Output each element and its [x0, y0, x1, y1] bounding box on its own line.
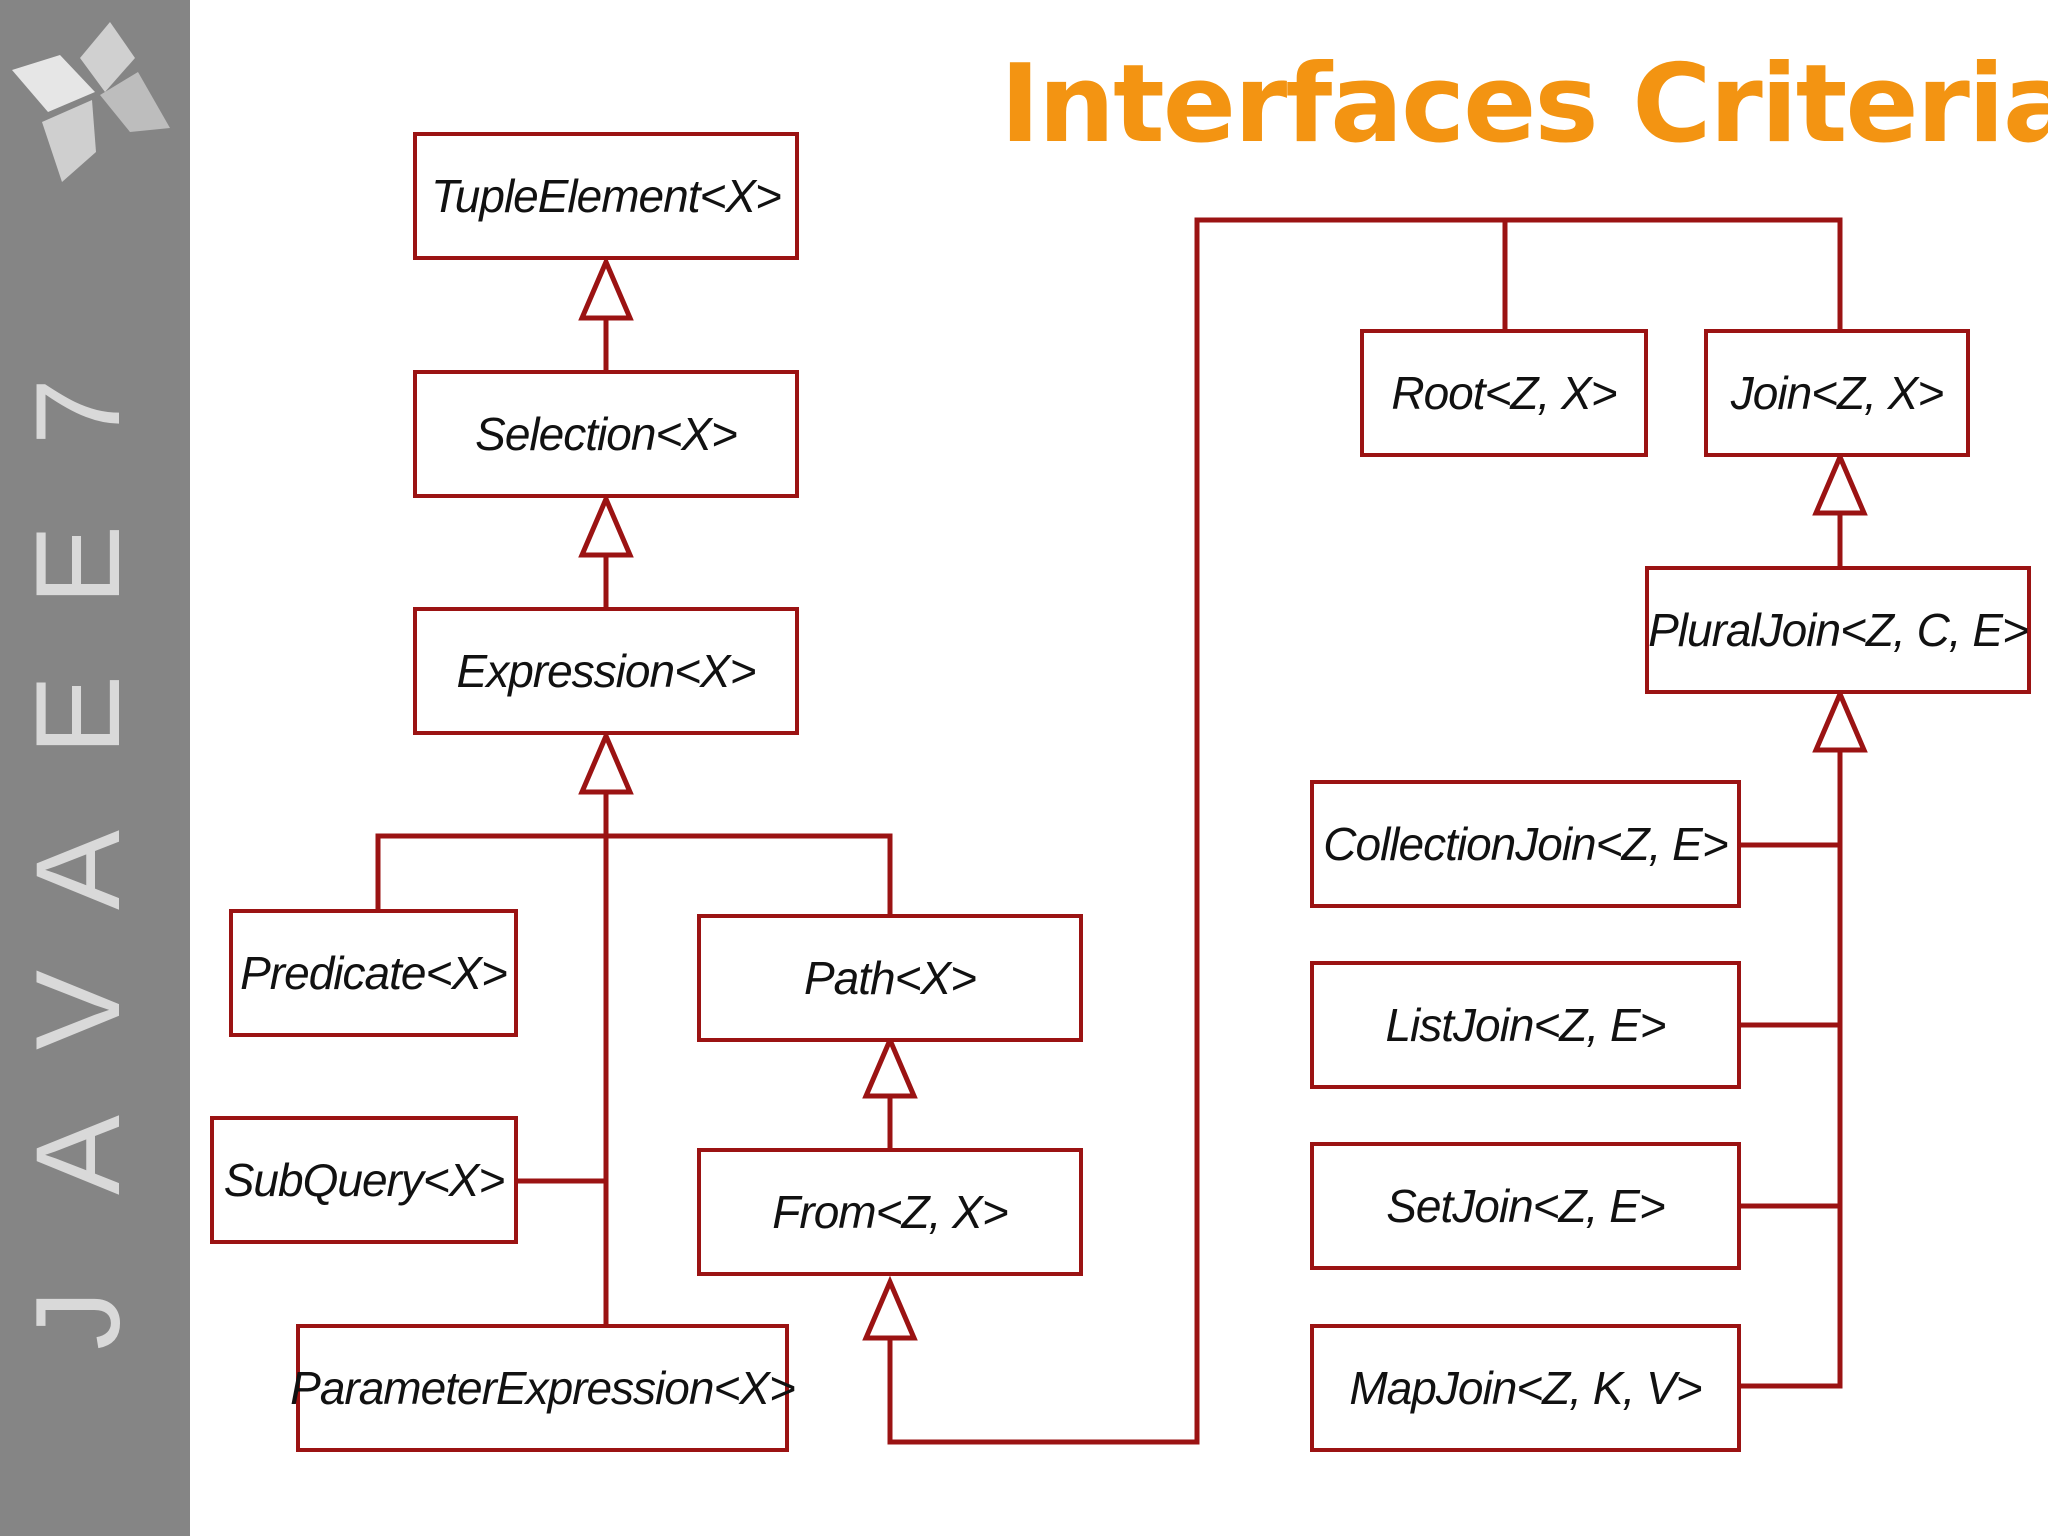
node-expression: Expression<X> [413, 607, 799, 735]
inheritance-arrow-selection [578, 492, 634, 558]
node-subquery: SubQuery<X> [210, 1116, 518, 1244]
node-plural-join: PluralJoin<Z, C, E> [1645, 566, 2031, 694]
node-map-join: MapJoin<Z, K, V> [1310, 1324, 1741, 1452]
node-join: Join<Z, X> [1704, 329, 1970, 457]
node-from: From<Z, X> [697, 1148, 1083, 1276]
page-title: Interfaces Criteria [1000, 42, 2048, 167]
inheritance-arrow-tuple [578, 255, 634, 321]
connector-predicate-path-branch [375, 833, 893, 916]
inheritance-arrow-path [862, 1033, 918, 1099]
node-collection-join: CollectionJoin<Z, E> [1310, 780, 1741, 908]
connector-pluraljoin-trunk [1741, 750, 1843, 1389]
java-ee-logo-icon [12, 22, 170, 182]
node-list-join: ListJoin<Z, E> [1310, 961, 1741, 1089]
inheritance-arrow-pluraljoin [1812, 687, 1868, 753]
inheritance-arrow-join [1812, 450, 1868, 516]
node-predicate: Predicate<X> [229, 909, 518, 1037]
node-tuple-element: TupleElement<X> [413, 132, 799, 260]
node-path: Path<X> [697, 914, 1083, 1042]
inheritance-arrow-from [862, 1275, 918, 1341]
node-selection: Selection<X> [413, 370, 799, 498]
inheritance-arrow-expression [578, 729, 634, 795]
node-root: Root<Z, X> [1360, 329, 1648, 457]
node-set-join: SetJoin<Z, E> [1310, 1142, 1741, 1270]
connector-root-join-from [887, 217, 1843, 1445]
sidebar: J A V A E E 7 [0, 0, 190, 1536]
node-parameter-expression: ParameterExpression<X> [290, 1324, 796, 1452]
